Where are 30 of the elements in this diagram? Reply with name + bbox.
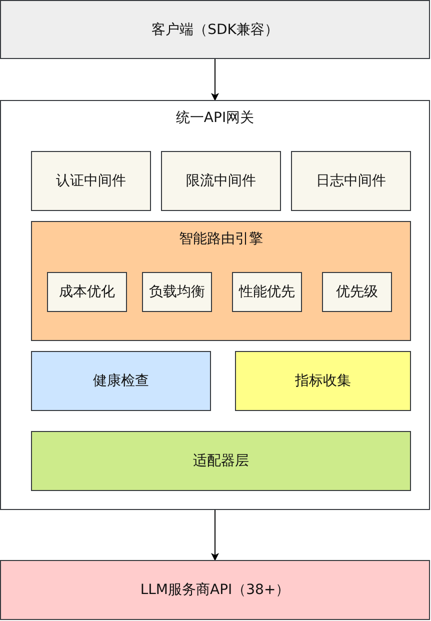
process-box [235,351,411,411]
process-box [31,351,211,411]
strategy-box [142,272,212,312]
box-title: 统一API网关 [174,109,256,127]
box-label: 适配器层 [192,452,250,470]
routing-engine-panel [31,221,411,341]
gateway-container [0,100,430,510]
box-label: 限流中间件 [185,172,257,190]
box-title: 智能路由引擎 [178,230,264,248]
box-label: 健康检查 [92,372,150,390]
middleware-box [31,151,151,211]
arrow [211,510,219,561]
box-label: LLM服务商API（38+） [139,581,291,599]
box-label: 认证中间件 [55,172,127,190]
box-label: 优先级 [335,283,379,301]
provider-box [0,560,430,620]
middleware-box [291,151,411,211]
box-label: 性能优先 [238,283,296,301]
arrow [211,58,219,101]
box-label: 客户端（SDK兼容） [150,20,280,38]
middleware-box [161,151,281,211]
box-label: 负载均衡 [148,283,206,301]
strategy-box [322,272,392,312]
strategy-box [232,272,302,312]
client-box [0,0,430,59]
box-label: 成本优化 [58,283,116,301]
box-label: 日志中间件 [315,172,387,190]
strategy-box [47,272,127,312]
box-label: 指标收集 [294,372,352,390]
adapter-layer-box [31,431,411,491]
